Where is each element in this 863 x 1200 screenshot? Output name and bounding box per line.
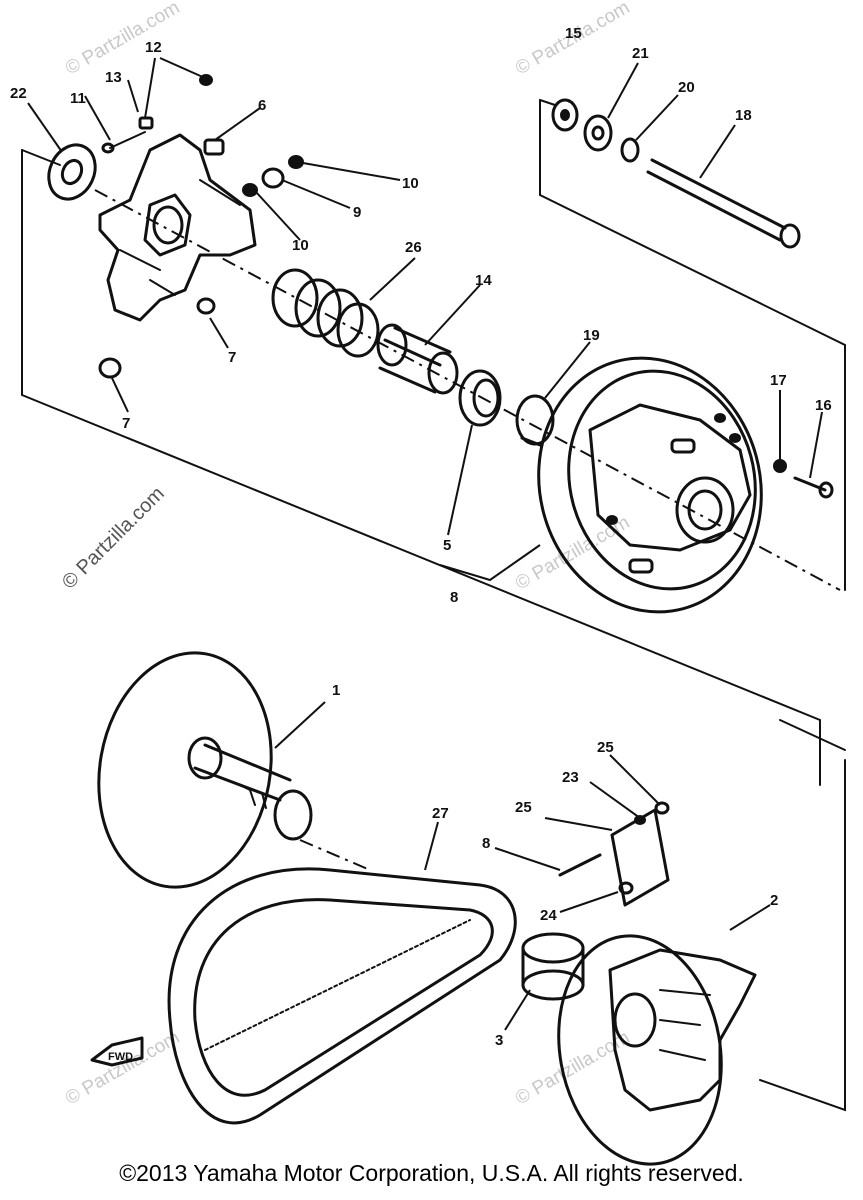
callout-8: 8 bbox=[450, 589, 458, 606]
nut-17 bbox=[773, 459, 787, 473]
callout-14: 14 bbox=[475, 272, 492, 289]
roller-9 bbox=[261, 167, 285, 189]
leader-lines bbox=[27, 57, 823, 1031]
bushing-3 bbox=[521, 932, 585, 1001]
cap-7a bbox=[196, 297, 216, 315]
callout-22: 22 bbox=[10, 85, 27, 102]
callout-5: 5 bbox=[443, 537, 451, 554]
watermark: © Partzilla.com bbox=[58, 483, 169, 594]
callout-13: 13 bbox=[105, 69, 122, 86]
callouts: 22 11 13 12 6 10 9 10 7 7 26 14 15 21 20… bbox=[10, 25, 832, 1049]
washer-22 bbox=[47, 143, 97, 201]
secondary-sheave-2 bbox=[557, 934, 757, 1166]
callout-25: 25 bbox=[515, 799, 532, 816]
callout-24: 24 bbox=[540, 907, 557, 924]
watermark: © Partzilla.com bbox=[62, 1027, 183, 1109]
spacer-21 bbox=[583, 114, 613, 152]
watermark: © Partzilla.com bbox=[62, 0, 183, 79]
spider-assembly-6 bbox=[98, 133, 257, 322]
callout-25: 25 bbox=[597, 739, 614, 756]
bolt-11 bbox=[109, 131, 146, 149]
small-hardware bbox=[98, 74, 304, 379]
fixed-sheave-1 bbox=[97, 651, 313, 889]
callout-17: 17 bbox=[770, 372, 787, 389]
callout-16: 16 bbox=[815, 397, 832, 414]
callout-10: 10 bbox=[402, 175, 419, 192]
callout-2: 2 bbox=[770, 892, 778, 909]
bolt-18 bbox=[646, 158, 801, 249]
cam-5 bbox=[458, 369, 502, 427]
spring-26 bbox=[271, 268, 380, 358]
callout-20: 20 bbox=[678, 79, 695, 96]
watermark: © Partzilla.com bbox=[512, 512, 633, 594]
drive-belt-27 bbox=[167, 867, 517, 1125]
forward-arrow-label: FWD bbox=[108, 1051, 133, 1063]
nut-13 bbox=[138, 116, 154, 130]
movable-sheave-8 bbox=[537, 356, 763, 614]
callout-27: 27 bbox=[432, 805, 449, 822]
forward-arrow: FWD bbox=[90, 1036, 144, 1067]
washer-10a bbox=[288, 155, 304, 169]
callout-11: 11 bbox=[70, 90, 86, 107]
callout-8: 8 bbox=[482, 835, 490, 852]
callout-7: 7 bbox=[122, 415, 130, 432]
cap-7b bbox=[98, 357, 122, 379]
callout-12: 12 bbox=[145, 39, 162, 56]
bracket-23 bbox=[558, 801, 670, 907]
copyright-notice: ©2013 Yamaha Motor Corporation, U.S.A. A… bbox=[119, 1160, 744, 1186]
callout-10: 10 bbox=[292, 237, 309, 254]
callout-9: 9 bbox=[353, 204, 361, 221]
assembly-boundaries bbox=[21, 99, 846, 1112]
callout-21: 21 bbox=[632, 45, 649, 62]
callout-3: 3 bbox=[495, 1032, 503, 1049]
axis-line-lower bbox=[299, 839, 371, 871]
bushing-19 bbox=[515, 394, 555, 447]
callout-18: 18 bbox=[735, 107, 752, 124]
washer-15 bbox=[551, 98, 579, 132]
washer-20 bbox=[620, 137, 640, 163]
callout-23: 23 bbox=[562, 769, 579, 786]
callout-1: 1 bbox=[332, 682, 340, 699]
bushing-14 bbox=[376, 323, 459, 395]
callout-26: 26 bbox=[405, 239, 422, 256]
callout-7: 7 bbox=[228, 349, 236, 366]
callout-6: 6 bbox=[258, 97, 266, 114]
washer-10b bbox=[242, 183, 258, 197]
callout-15: 15 bbox=[565, 25, 582, 42]
callout-19: 19 bbox=[583, 327, 600, 344]
bolt-16 bbox=[793, 476, 834, 499]
